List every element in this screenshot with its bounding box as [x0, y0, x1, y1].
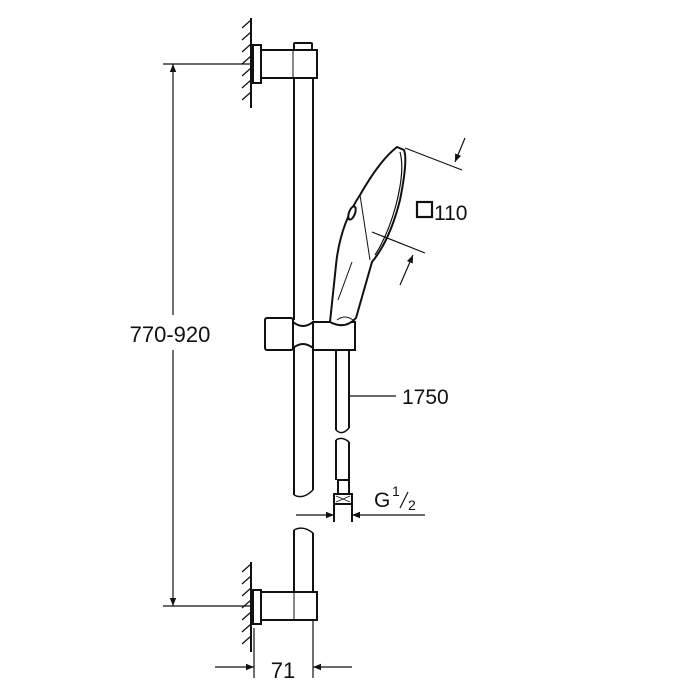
wall-projection-label: 71: [271, 658, 295, 683]
connection-fraction-den: 2: [408, 497, 416, 513]
head-size-dimension: [371, 137, 466, 286]
rail-height-dimension: [163, 63, 251, 607]
square-symbol-icon: [415, 200, 434, 219]
hand-shower: [328, 145, 407, 327]
bottom-wall-hatch: [241, 562, 252, 652]
connection-fraction-num: 1: [392, 483, 400, 499]
wall-projection-dimension: [215, 620, 352, 678]
shower-hose: [333, 350, 353, 522]
rail-slider: [264, 317, 356, 351]
rail-height-label: 770-920: [130, 322, 211, 347]
connection-thread-label: G: [374, 489, 390, 512]
top-wall-bracket: [252, 42, 318, 84]
fraction-slash: [399, 491, 409, 509]
hose-length-label: 1750: [402, 386, 449, 409]
shower-rail: [293, 78, 314, 592]
head-size-label: 110: [434, 202, 467, 225]
bottom-wall-bracket: [252, 589, 318, 625]
top-wall-hatch: [241, 18, 252, 108]
